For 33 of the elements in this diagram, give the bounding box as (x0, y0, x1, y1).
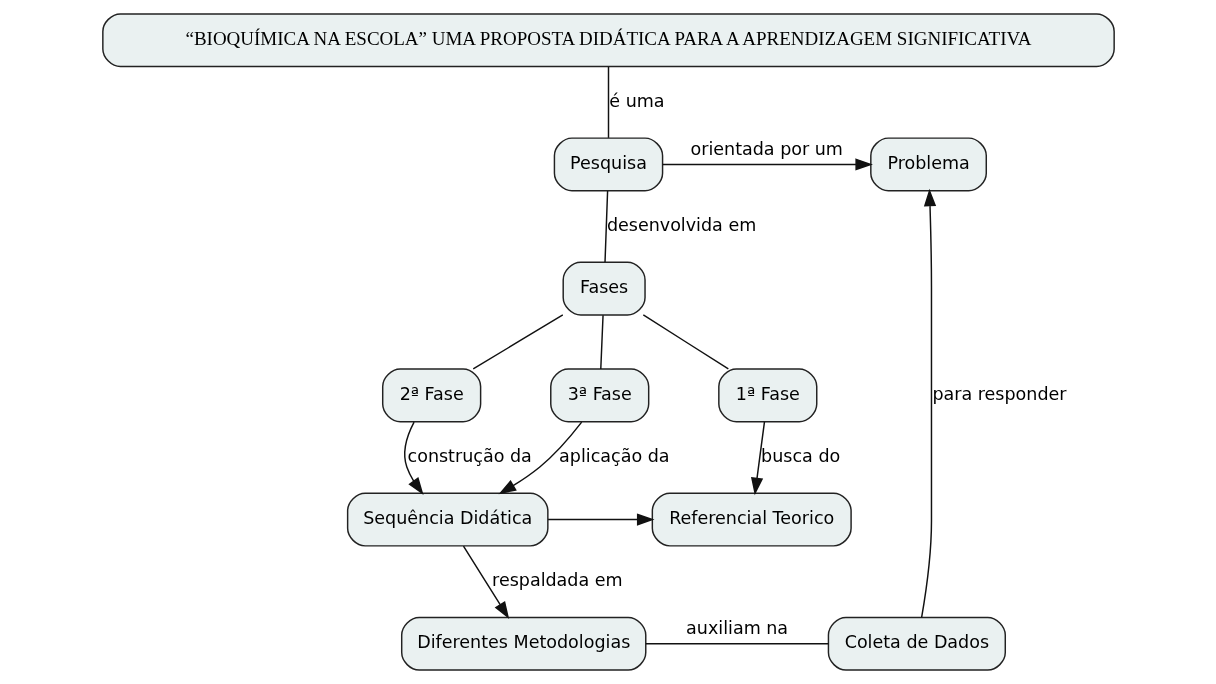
arrow (462, 545, 509, 620)
connector (472, 314, 564, 370)
node-box: 1ª Fase (717, 368, 817, 423)
connector (603, 190, 608, 263)
edge-label: desenvolvida em (606, 215, 756, 236)
node-box: Pesquisa (553, 137, 663, 192)
node-box: Problema (869, 137, 987, 192)
arrow (546, 513, 654, 526)
edge-label: aplicação da (558, 445, 670, 466)
edge-label: auxiliam na (685, 618, 788, 639)
connector (644, 643, 829, 645)
edge-label: orientada por um (689, 139, 843, 160)
node-box: 2ª Fase (381, 368, 481, 423)
node-box: Fases (561, 261, 646, 316)
node-box: Sequência Didática (346, 492, 549, 547)
connector (599, 314, 604, 370)
node-box: 3ª Fase (549, 368, 649, 423)
arrow (661, 158, 873, 171)
arrow (498, 421, 582, 495)
edge-label: busca do (760, 445, 840, 466)
arrow (750, 421, 765, 496)
edge-label: é uma (608, 90, 665, 111)
edge-label: construção da (407, 445, 532, 466)
arrow (403, 421, 424, 495)
connector (607, 66, 609, 139)
node-box: Referencial Teorico (651, 492, 852, 547)
node-box: Diferentes Metodologias (400, 616, 646, 671)
arrow (920, 188, 936, 619)
connector (642, 314, 729, 370)
node-box: Coleta de Dados (827, 616, 1006, 671)
edge-label: para responder (931, 383, 1066, 404)
node-box: “BIOQUÍMICA NA ESCOLA” UMA PROPOSTA DIDÁTICA PARA A APRENDIZAGEM SIGNIFICATIVA (101, 13, 1115, 68)
edge-label: respaldada em (491, 570, 623, 591)
